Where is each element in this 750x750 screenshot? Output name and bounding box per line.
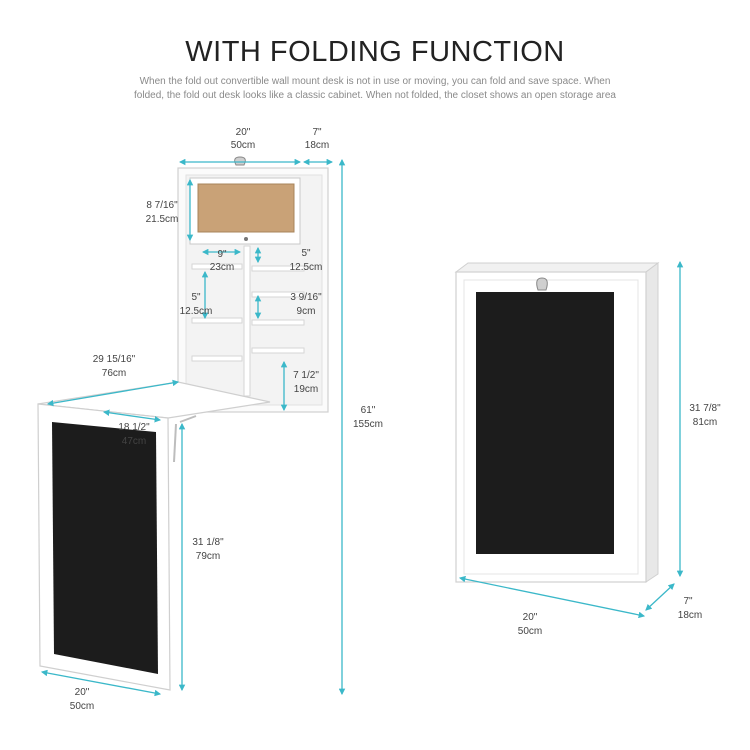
inner-width-in: 9" <box>217 249 227 260</box>
shelf-left-cm: 12.5cm <box>180 306 213 317</box>
chalkboard-panel-open <box>52 422 158 674</box>
panel-height-cm: 79cm <box>196 551 220 562</box>
shelf-right-mid-in: 3 9/16" <box>290 292 322 303</box>
closed-height-in: 31 7/8" <box>689 403 721 414</box>
desk-depth-in: 18 1/2" <box>118 422 150 433</box>
desk-width-in: 29 15/16" <box>93 354 136 365</box>
closed-cabinet-illustration <box>454 262 660 583</box>
cork-height-cm: 21.5cm <box>146 214 179 225</box>
inner-width-cm: 23cm <box>210 262 234 273</box>
closed-width-in: 20" <box>523 612 538 623</box>
total-height-cm: 155cm <box>353 419 383 430</box>
closed-depth-cm: 18cm <box>678 610 702 621</box>
top-depth-cm: 18cm <box>305 140 329 151</box>
desk-depth-cm: 47cm <box>122 436 146 447</box>
closed-lock-icon <box>536 277 548 291</box>
top-depth-in: 7" <box>312 127 322 138</box>
subtitle-line-1: When the fold out convertible wall mount… <box>139 76 611 87</box>
cork-board <box>197 183 295 233</box>
closed-depth-in: 7" <box>683 596 693 607</box>
total-height-in: 61" <box>361 405 376 416</box>
shelf-left-in: 5" <box>191 292 201 303</box>
chalkboard-panel-closed <box>476 292 614 554</box>
top-width-in: 20" <box>236 127 251 138</box>
open-desk-illustration <box>37 156 329 691</box>
panel-width-cm: 50cm <box>70 701 94 712</box>
page-title: WITH FOLDING FUNCTION <box>185 36 565 68</box>
top-width-cm: 50cm <box>231 140 255 151</box>
page-subtitle: When the fold out convertible wall mount… <box>100 75 650 103</box>
shelf-bottom-cm: 19cm <box>294 384 318 395</box>
dimension-lines <box>40 158 684 697</box>
subtitle-line-2: folded, the fold out desk looks like a c… <box>134 90 616 101</box>
shelf-right-top-in: 5" <box>301 248 311 259</box>
shelf-right-mid-cm: 9cm <box>297 306 316 317</box>
panel-height-in: 31 1/8" <box>192 537 224 548</box>
closed-height-cm: 81cm <box>693 417 717 428</box>
dimension-labels: 20" 50cm 7" 18cm 8 7/16" 21.5cm 9" 23cm … <box>70 127 721 712</box>
panel-width-in: 20" <box>75 687 90 698</box>
lock-icon <box>234 156 246 166</box>
shelf-bottom-in: 7 1/2" <box>293 370 319 381</box>
desk-width-cm: 76cm <box>102 368 126 379</box>
shelf-right-top-cm: 12.5cm <box>290 262 323 273</box>
cork-height-in: 8 7/16" <box>146 200 178 211</box>
closed-width-cm: 50cm <box>518 626 542 637</box>
